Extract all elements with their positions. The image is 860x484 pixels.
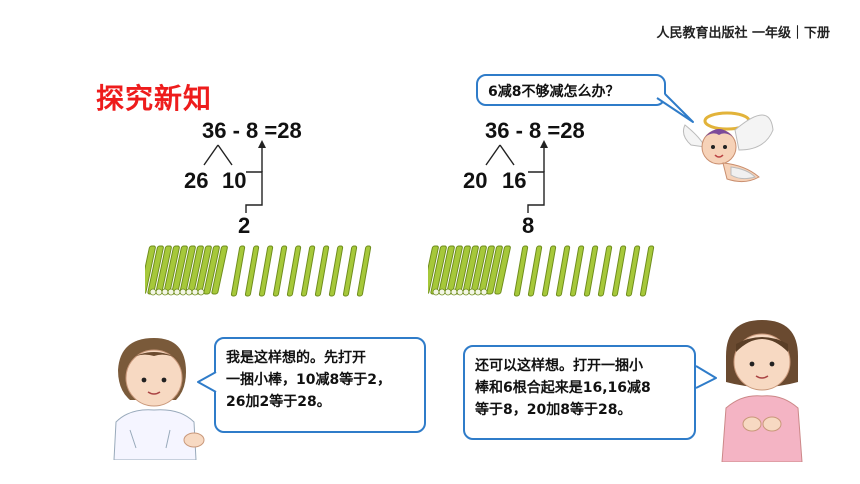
left-bracket bbox=[245, 171, 263, 213]
left-split-right: 10 bbox=[222, 168, 247, 193]
right-stick-bundle bbox=[428, 245, 655, 297]
angel-question-text: 6减8不够减怎么办？ bbox=[488, 84, 620, 100]
left-stick-bundle bbox=[145, 245, 372, 297]
boy-illustration bbox=[113, 338, 205, 460]
boy-bubble-line-1: 我是这样想的。先打开 bbox=[226, 350, 366, 366]
right-split-branch bbox=[485, 144, 515, 166]
right-bracket bbox=[527, 171, 545, 213]
left-split-left: 26 bbox=[184, 168, 209, 193]
girl-bubble-line-1: 还可以这样想。打开一捆小 bbox=[475, 358, 643, 374]
right-arrow-head bbox=[540, 140, 548, 148]
girl-bubble-line-3: 等于8，20加8等于28。 bbox=[475, 402, 632, 418]
left-intermediate: 2 bbox=[238, 213, 251, 238]
girl-bubble-tail bbox=[695, 365, 717, 389]
boy-bubble-line-3: 26加2等于28。 bbox=[226, 394, 331, 410]
boy-bubble-line-2: 一捆小棒，10减8等于2， bbox=[226, 372, 391, 388]
left-split-branch bbox=[203, 144, 233, 166]
girl-bubble-line-2: 棒和6根合起来是16,16减8 bbox=[475, 380, 651, 396]
girl-speech-bubble: 还可以这样想。打开一捆小 棒和6根合起来是16,16减8 等于8，20加8等于2… bbox=[463, 345, 696, 440]
angel-question-bubble: 6减8不够减怎么办？ bbox=[476, 74, 666, 106]
publisher-label: 人民教育出版社 一年级｜下册 bbox=[656, 26, 830, 41]
right-intermediate: 8 bbox=[522, 213, 535, 238]
section-title: 探究新知 bbox=[96, 82, 213, 115]
angel-illustration bbox=[683, 111, 774, 183]
boy-speech-bubble: 我是这样想的。先打开 一捆小棒，10减8等于2， 26加2等于28。 bbox=[214, 337, 426, 433]
boy-bubble-tail bbox=[197, 371, 217, 393]
girl-illustration bbox=[721, 320, 803, 462]
right-equation: 36 - 8 =28 bbox=[485, 118, 585, 143]
left-equation: 36 - 8 =28 bbox=[202, 118, 302, 143]
angel-bubble-tail bbox=[656, 93, 694, 123]
left-arrow-head bbox=[258, 140, 266, 148]
right-split-right: 16 bbox=[502, 168, 527, 193]
right-split-left: 20 bbox=[463, 168, 488, 193]
